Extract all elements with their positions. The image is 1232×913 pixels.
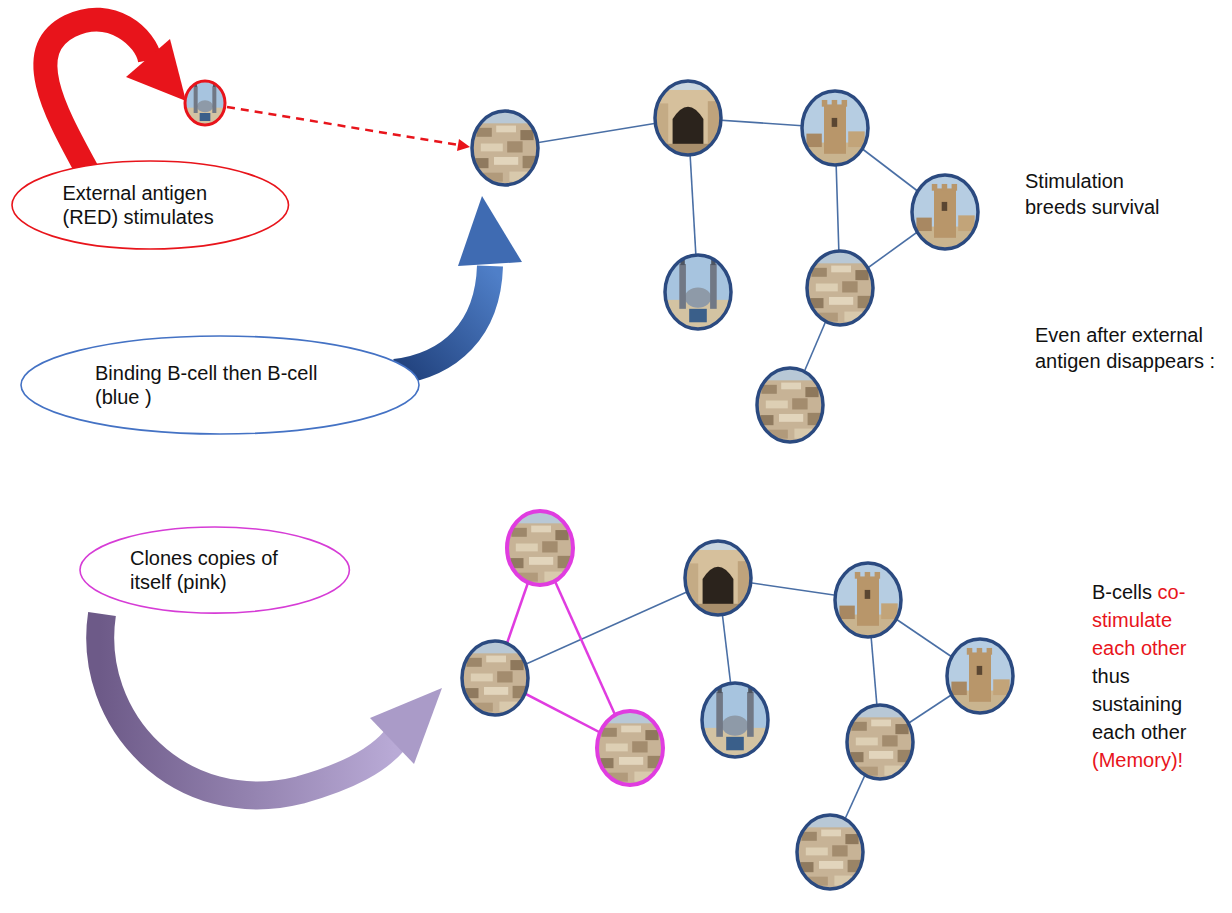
binding-arrow xyxy=(227,107,470,151)
cell-circle xyxy=(462,641,528,715)
cell-circle xyxy=(472,111,538,185)
b-cell-arrow xyxy=(395,196,522,372)
memory-network xyxy=(462,511,1013,889)
ellipse-outline xyxy=(79,526,350,614)
cell-photo xyxy=(685,541,751,615)
ellipse-outline xyxy=(11,160,290,250)
note-text: thus sustaining each other xyxy=(1092,665,1187,743)
arrow-head xyxy=(126,39,186,101)
arrow-body xyxy=(45,20,150,176)
b-cell-ellipse: Binding B-cell then B-cell (blue ) xyxy=(20,335,420,435)
arrow-body xyxy=(395,266,490,372)
cell-circle xyxy=(847,705,913,779)
cell-circle xyxy=(685,541,751,615)
cell-circle xyxy=(912,175,978,249)
antigen-note: Even after external antigen disappears : xyxy=(1035,322,1227,374)
note-text: B-cells xyxy=(1092,581,1152,603)
cell-photo xyxy=(462,641,528,715)
ellipse-label: Clones copies of itself (pink) xyxy=(130,546,300,594)
cell-photo xyxy=(597,711,663,785)
cell-circle xyxy=(702,683,768,757)
node-text: Clones copies of itself (pink) xyxy=(130,546,300,594)
arrow-head xyxy=(457,139,470,151)
node-text: Binding B-cell then B-cell (blue ) xyxy=(95,361,345,409)
cell-circle xyxy=(797,815,863,889)
cell-photo xyxy=(802,91,868,165)
cell-photo xyxy=(807,251,873,325)
antigen-circle xyxy=(185,81,225,125)
ellipse-border xyxy=(12,161,289,249)
cell-photo xyxy=(835,563,901,637)
link xyxy=(495,578,718,678)
cell-photo xyxy=(797,815,863,889)
cell-photo xyxy=(847,705,913,779)
cell-photo xyxy=(702,683,768,757)
cell-photo xyxy=(947,639,1013,713)
cell-circle xyxy=(655,81,721,155)
cell-photo xyxy=(655,81,721,155)
cell-photo xyxy=(507,511,573,585)
cell-photo xyxy=(912,175,978,249)
antigen-photo xyxy=(185,81,225,125)
dashed-line xyxy=(227,107,459,145)
cell-photo xyxy=(757,368,823,442)
cell-circle xyxy=(835,563,901,637)
note-text: Even after external antigen disappears : xyxy=(1035,324,1215,372)
arrow-head xyxy=(458,196,522,266)
network-links xyxy=(505,118,945,405)
ellipse-border xyxy=(21,336,419,434)
node-text: External antigen (RED) stimulates xyxy=(63,181,238,229)
clone-ellipse: Clones copies of itself (pink) xyxy=(79,526,350,614)
ellipse-outline xyxy=(20,335,420,435)
stimulation-note: Stimulation breeds survival xyxy=(1025,168,1175,220)
cell-photo xyxy=(472,111,538,185)
stimulus-arrow xyxy=(45,20,186,176)
b-cell-network xyxy=(472,81,978,442)
cell-circle xyxy=(665,255,731,329)
cell-photo xyxy=(665,255,731,329)
arrow-body xyxy=(100,614,395,795)
ellipse-label: Binding B-cell then B-cell (blue ) xyxy=(95,361,345,409)
ellipse-label: External antigen (RED) stimulates xyxy=(63,181,238,229)
note-text: (Memory)! xyxy=(1092,749,1183,771)
antigen-ellipse: External antigen (RED) stimulates xyxy=(11,160,290,250)
cell-circle xyxy=(757,368,823,442)
ellipse-border xyxy=(80,527,349,613)
memory-note: B-cells co-stimulate each other thus sus… xyxy=(1092,578,1214,774)
arrow-head xyxy=(370,688,442,764)
clone-arrow xyxy=(100,614,442,795)
cell-circle xyxy=(807,251,873,325)
note-text: Stimulation breeds survival xyxy=(1025,170,1160,218)
clone-circle xyxy=(507,511,573,585)
network-links xyxy=(495,578,980,852)
clone-circle xyxy=(597,711,663,785)
cell-circle xyxy=(802,91,868,165)
cell-circle xyxy=(947,639,1013,713)
